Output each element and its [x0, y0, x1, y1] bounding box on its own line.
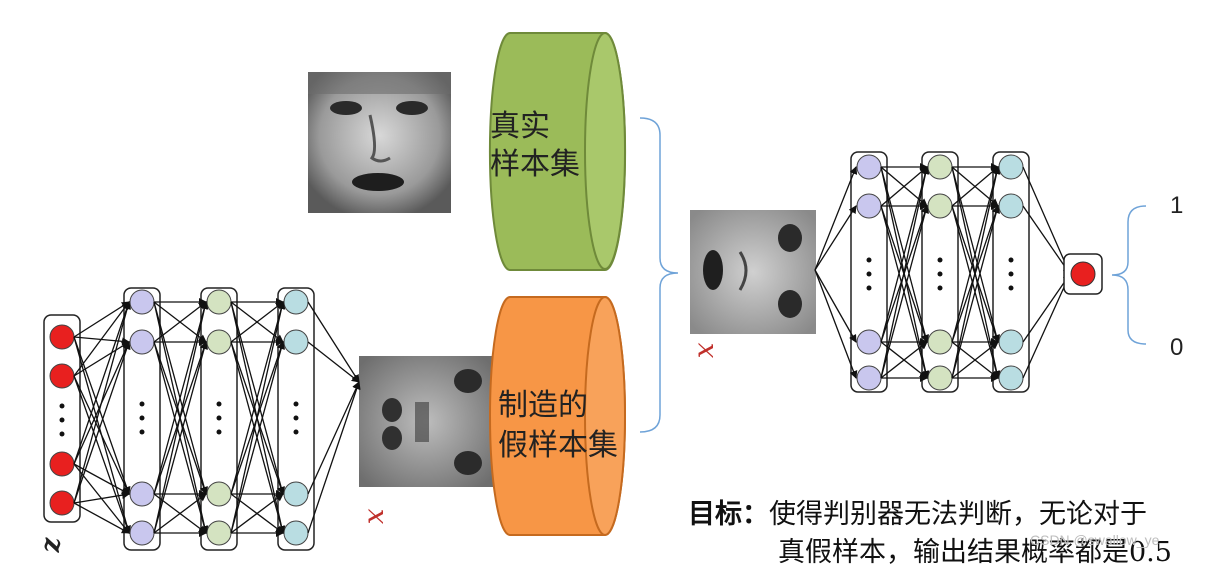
fake-set-line2: 假样本集: [498, 428, 618, 463]
generated-face-image: [359, 356, 493, 487]
ellipsis-dot: [866, 257, 872, 263]
discriminator-edges-2: [951, 163, 1001, 382]
latent-layer-node: [49, 324, 75, 350]
ellipsis-dot: [937, 285, 943, 291]
generator-edges-1: [73, 301, 132, 534]
ellipsis-dot: [293, 401, 299, 407]
generated-sample-symbol: x: [361, 508, 395, 525]
ellipsis-dot: [1008, 271, 1014, 277]
ellipsis-dot: [139, 401, 145, 407]
ellipsis-dot: [866, 285, 872, 291]
discriminator-hidden-2-node: [927, 365, 953, 391]
real-set-label: 真实 样本集: [490, 108, 580, 184]
generator-hidden-3-node: [283, 481, 309, 507]
generator-hidden-3-node: [283, 520, 309, 546]
generator-hidden-2-node: [206, 329, 232, 355]
discriminator-edges-1: [880, 163, 930, 382]
ellipsis-dot: [139, 429, 145, 435]
real-face-image: [308, 72, 451, 213]
latent-layer-node: [49, 451, 75, 477]
ellipsis-dot: [866, 271, 872, 277]
ellipsis-dot: [1008, 257, 1014, 263]
generator-hidden-2-node: [206, 481, 232, 507]
discriminator-hidden-2-node: [927, 329, 953, 355]
discriminator-hidden-3-node: [998, 193, 1024, 219]
generator-hidden-2: [200, 287, 238, 551]
fake-set-label: 制造的 假样本集: [498, 386, 618, 466]
generator-hidden-3: [277, 287, 315, 551]
discriminator-edges-in: [814, 166, 858, 379]
generator-input-symbol: z: [38, 537, 69, 553]
discriminator-input-face: [690, 210, 816, 334]
discriminator-edges-out: [1022, 166, 1071, 379]
discriminator-input-symbol: x: [691, 342, 725, 359]
ellipsis-dot: [59, 403, 65, 409]
ellipsis-dot: [293, 415, 299, 421]
ellipsis-dot: [216, 415, 222, 421]
ellipsis-dot: [59, 431, 65, 437]
fake-sample-cylinder: [489, 296, 626, 536]
discriminator-output-node: [1063, 253, 1103, 295]
real-sample-cylinder: [488, 32, 627, 271]
merge-bracket: [639, 117, 679, 433]
generator-hidden-1-node: [129, 481, 155, 507]
ellipsis-dot: [139, 415, 145, 421]
ellipsis-dot: [937, 271, 943, 277]
output-label-0: 0: [1170, 334, 1184, 361]
discriminator-hidden-1-node: [856, 365, 882, 391]
generator-edges-3: [230, 298, 286, 537]
ellipsis-dot: [216, 401, 222, 407]
real-set-line2: 样本集: [490, 147, 580, 182]
fake-set-line1: 制造的: [498, 388, 588, 423]
generator-hidden-1-node: [129, 329, 155, 355]
discriminator-hidden-1: [850, 151, 888, 393]
generator-hidden-1: [123, 287, 161, 551]
generator-hidden-1-node: [129, 520, 155, 546]
ellipsis-dot: [937, 257, 943, 263]
real-set-line1: 真实: [490, 109, 550, 144]
discriminator-hidden-2-node: [927, 193, 953, 219]
latent-layer-node: [49, 363, 75, 389]
generator-hidden-3-node: [283, 329, 309, 355]
goal-line1: 使得判别器无法判断，无论对于: [769, 499, 1147, 530]
generator-edges-2: [153, 298, 209, 537]
discriminator-hidden-1-node: [856, 329, 882, 355]
discriminator-hidden-1-node: [856, 193, 882, 219]
latent-layer-node: [49, 490, 75, 516]
discriminator-hidden-2-node: [927, 154, 953, 180]
discriminator-hidden-3-node: [998, 329, 1024, 355]
discriminator-hidden-3-node: [998, 365, 1024, 391]
ellipsis-dot: [1008, 285, 1014, 291]
ellipsis-dot: [293, 429, 299, 435]
generator-hidden-2-node: [206, 289, 232, 315]
discriminator-hidden-3-node: [998, 154, 1024, 180]
generator-hidden-1-node: [129, 289, 155, 315]
ellipsis-dot: [216, 429, 222, 435]
generator-network: [43, 287, 361, 551]
latent-layer: [43, 314, 81, 523]
generator-hidden-2-node: [206, 520, 232, 546]
discriminator-hidden-3: [992, 151, 1030, 393]
discriminator-hidden-2: [921, 151, 959, 393]
discriminator-hidden-1-node: [856, 154, 882, 180]
output-bracket: [1111, 205, 1147, 345]
goal-prefix: 目标：: [688, 499, 769, 530]
generator-hidden-3-node: [283, 289, 309, 315]
generator-edges-out: [307, 301, 361, 534]
output-label-1: 1: [1170, 192, 1184, 219]
watermark: CSDN @swallow_ye: [1030, 532, 1160, 548]
ellipsis-dot: [59, 417, 65, 423]
discriminator-network: [814, 151, 1071, 393]
